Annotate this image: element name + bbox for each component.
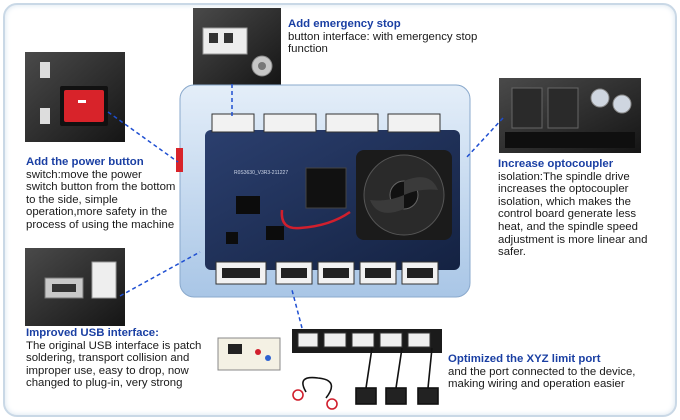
leader-lines <box>107 84 504 329</box>
opto-leader <box>465 117 504 159</box>
power-leader <box>107 111 179 163</box>
rocker-switch-icon <box>64 90 104 122</box>
usb-module-illustration <box>217 337 281 371</box>
callout-opto: Increase optocoupler isolation:The spind… <box>498 158 658 259</box>
usb-body: The original USB interface is patch sold… <box>26 339 202 390</box>
power-body: switch:move the power switch button from… <box>26 168 176 231</box>
xyz-port-photo <box>292 329 442 353</box>
xyz-body: and the port connected to the device, ma… <box>448 365 636 391</box>
usb-leader <box>119 251 201 297</box>
outer-frame <box>3 3 677 417</box>
xyz-title: Optimized the XYZ limit port <box>448 353 601 365</box>
usb-title: Improved USB interface: <box>26 327 159 339</box>
opto-title: Increase optocoupler <box>498 158 614 170</box>
estop-connector-photo <box>193 8 281 85</box>
callout-usb: Improved USB interface: The original USB… <box>26 327 216 390</box>
fan-icon <box>356 150 452 240</box>
callout-xyz: Optimized the XYZ limit port and the por… <box>448 353 648 391</box>
estop-title: Add emergency stop <box>288 18 401 30</box>
opto-body: isolation:The spindle drive increases th… <box>498 170 648 259</box>
controller-board: R0S3630_V3R3-211227 <box>176 84 471 298</box>
estop-body: button interface: with emergency stop fu… <box>288 30 478 56</box>
power-switch-photo <box>25 52 125 142</box>
usb-photo <box>25 248 125 326</box>
callout-power: Add the power button switch:move the pow… <box>26 156 176 232</box>
optocoupler-photo <box>499 78 641 153</box>
limit-switches <box>292 347 439 410</box>
power-title: Add the power button <box>26 156 144 168</box>
board-silk-label: R0S3630_V3R3-211227 <box>234 170 288 176</box>
callout-estop: Add emergency stop button interface: wit… <box>288 18 478 56</box>
